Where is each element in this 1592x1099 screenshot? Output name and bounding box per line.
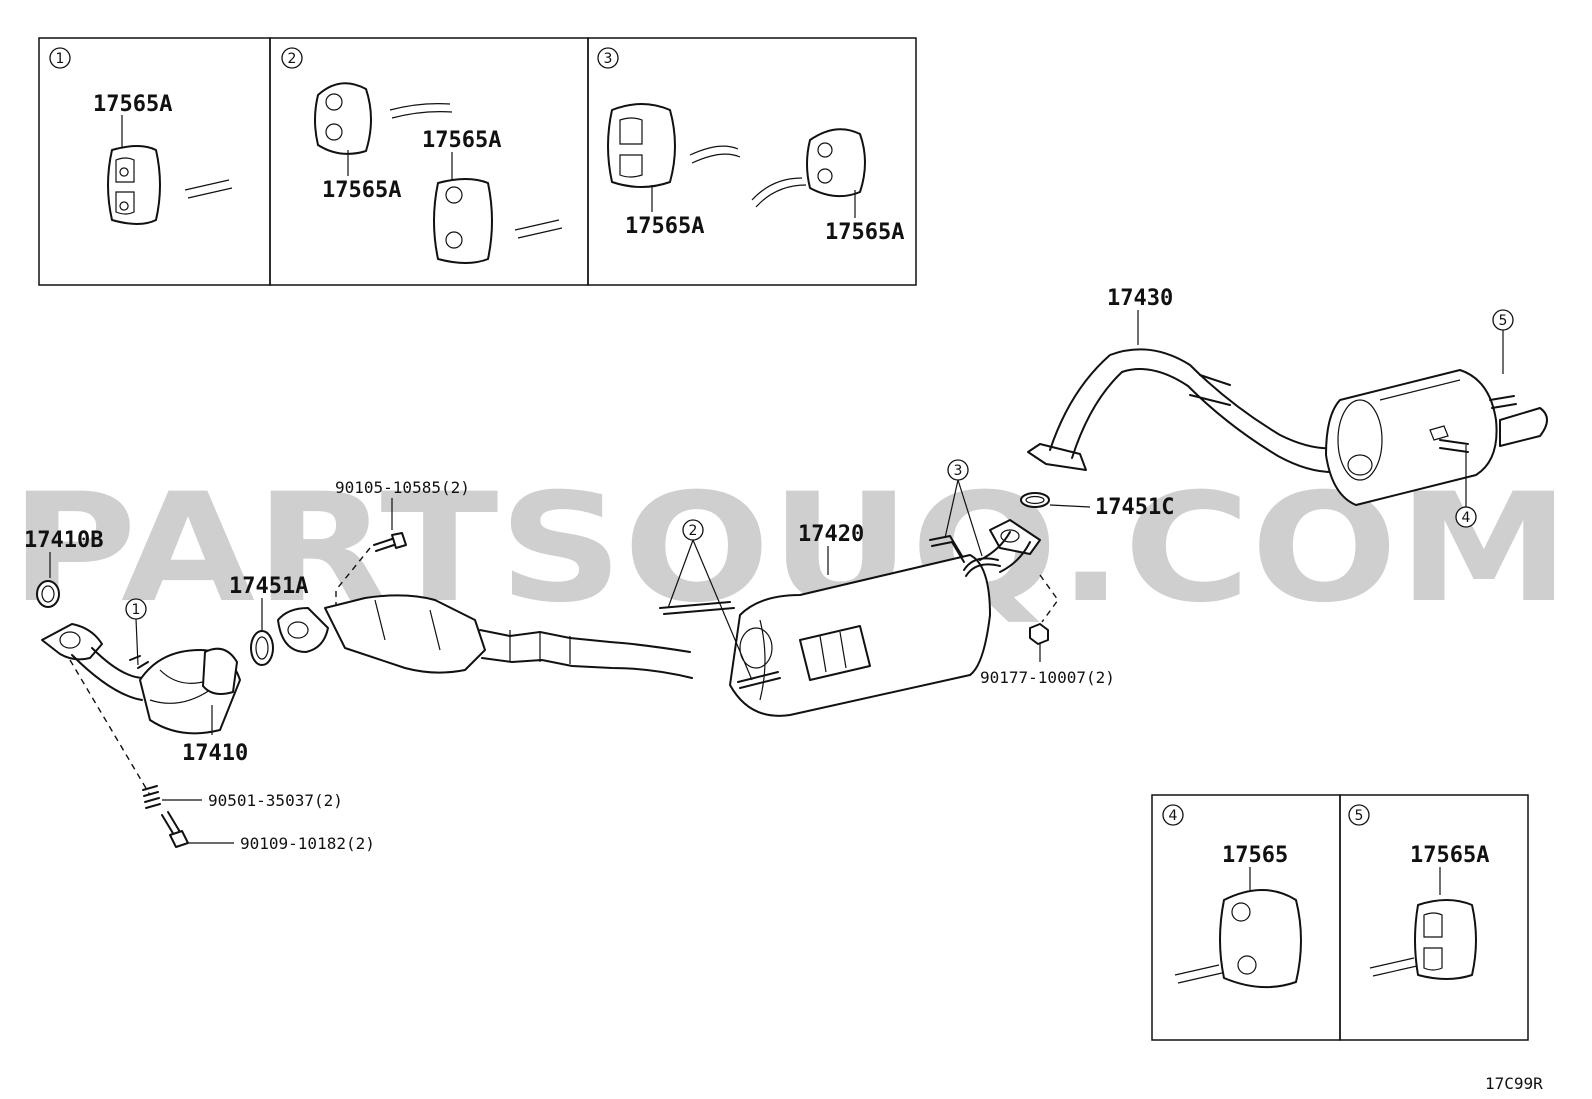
inset-2-label-b[interactable]: 17565A	[422, 128, 501, 153]
inset-3: 3 17565A 17565A	[587, 37, 917, 286]
inset-4: 4 17565	[1151, 794, 1341, 1041]
spring-90501	[142, 785, 161, 809]
inset-3-label-b[interactable]: 17565A	[825, 220, 904, 245]
part-17451C-label[interactable]: 17451C	[1095, 495, 1174, 520]
inset-1: 1 17565A	[38, 37, 271, 286]
part-17410-label[interactable]: 17410	[182, 741, 248, 766]
inset-5-number: 5	[1355, 808, 1364, 824]
bolt-90109-label[interactable]: 90109-10182(2)	[240, 834, 375, 853]
bolt-90105-label[interactable]: 90105-10585(2)	[335, 478, 470, 497]
front-pipe-17410	[41, 623, 241, 735]
nut-90177	[1029, 623, 1049, 645]
inset-1-number: 1	[56, 51, 65, 67]
rubber-hanger-icon	[1414, 899, 1477, 980]
diagram-code: 17C99R	[1485, 1074, 1543, 1093]
rubber-hanger-icon	[806, 128, 866, 198]
inset-4-number: 4	[1169, 808, 1178, 824]
inset-4-label[interactable]: 17565	[1222, 843, 1288, 868]
rubber-hanger-icon	[107, 145, 161, 225]
rubber-hanger-icon	[314, 82, 372, 155]
spring-90501-label[interactable]: 90501-35037(2)	[208, 791, 343, 810]
gasket-17451C	[1020, 492, 1050, 508]
svg-text:5: 5	[1499, 313, 1508, 329]
part-17410B-label[interactable]: 17410B	[24, 528, 103, 553]
inset-3-label-a[interactable]: 17565A	[625, 214, 704, 239]
svg-text:1: 1	[132, 602, 141, 618]
svg-text:4: 4	[1462, 510, 1471, 526]
part-17420-label[interactable]: 17420	[798, 522, 864, 547]
svg-text:2: 2	[689, 523, 698, 539]
rubber-hanger-icon	[607, 103, 676, 188]
rubber-hanger-icon	[433, 178, 493, 264]
inset-5: 5 17565A	[1339, 794, 1529, 1041]
inset-2: 2 17565A 17565A	[269, 37, 589, 286]
inset-2-number: 2	[288, 51, 297, 67]
gasket-17451A	[250, 630, 274, 666]
inset-2-label-a[interactable]: 17565A	[322, 178, 401, 203]
inset-3-number: 3	[604, 51, 613, 67]
rubber-hanger-icon	[1219, 889, 1302, 989]
gasket-17410B	[36, 580, 60, 608]
bolt-90109	[161, 811, 189, 848]
center-pipe-17420	[277, 554, 991, 717]
svg-text:3: 3	[954, 463, 963, 479]
part-17451A-label[interactable]: 17451A	[229, 574, 308, 599]
inset-1-label[interactable]: 17565A	[93, 92, 172, 117]
inset-5-label[interactable]: 17565A	[1410, 843, 1489, 868]
nut-90177-label[interactable]: 90177-10007(2)	[980, 668, 1115, 687]
tail-pipe-17430	[1027, 348, 1548, 506]
part-17430-label[interactable]: 17430	[1107, 286, 1173, 311]
bolt-90105	[373, 532, 407, 552]
